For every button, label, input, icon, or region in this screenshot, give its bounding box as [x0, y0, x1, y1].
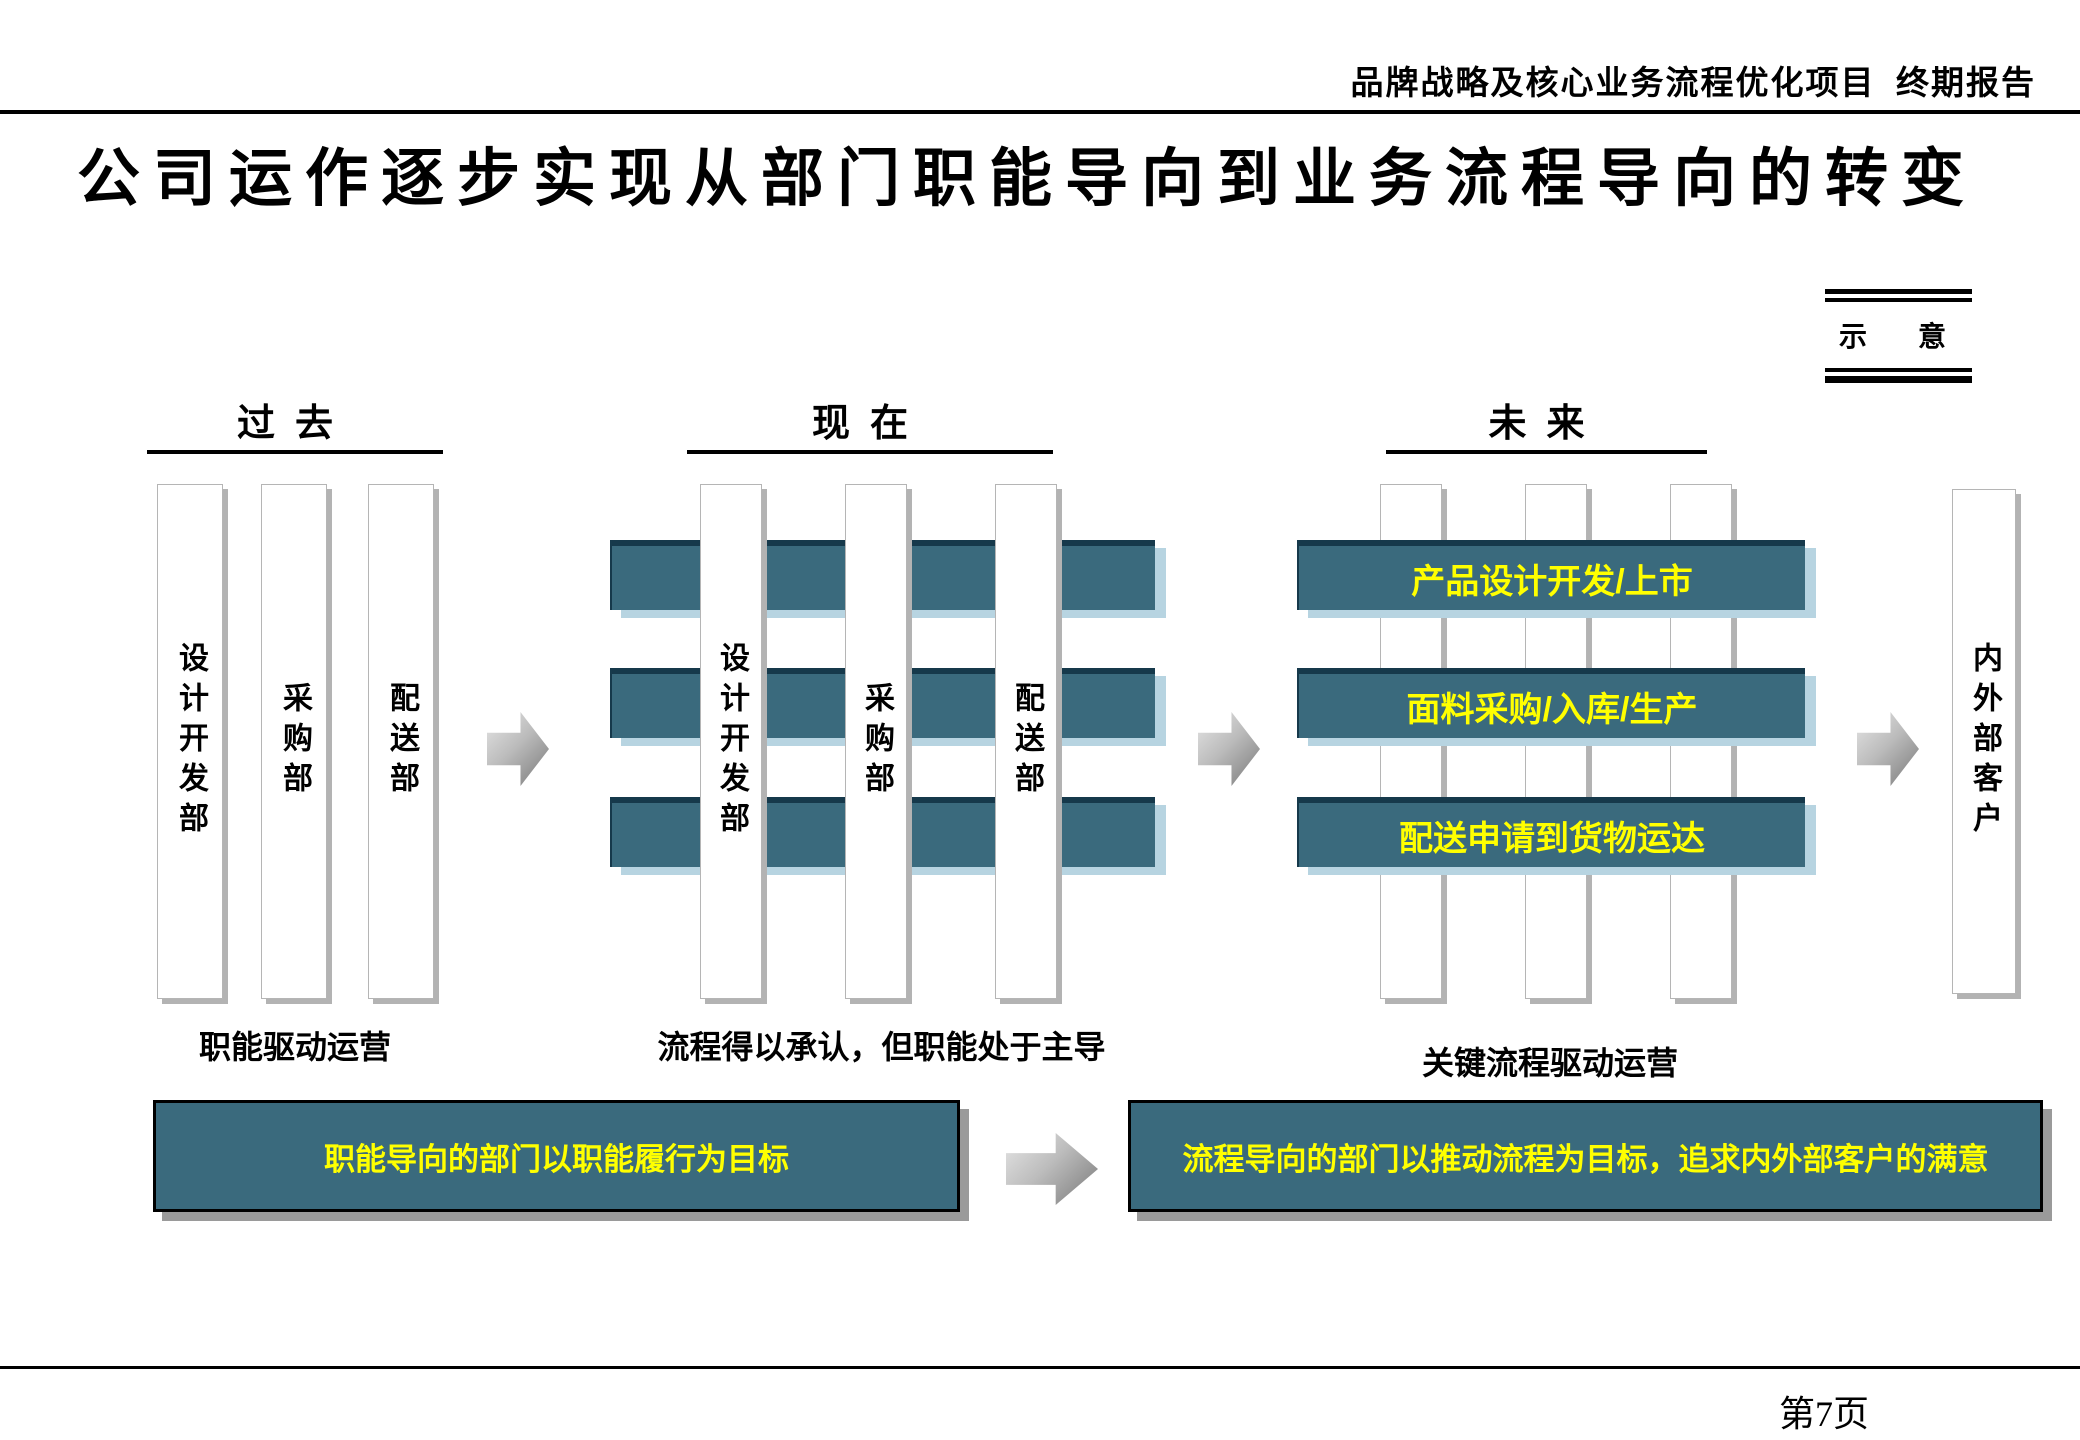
present-dept-bar-purchasing: 采购部 — [845, 484, 907, 999]
section-underline-past — [147, 450, 443, 454]
section-underline-future — [1386, 450, 1707, 454]
customers-bar: 内外部客户 — [1952, 489, 2016, 994]
summary-box-process: 流程导向的部门以推动流程为目标，追求内外部客户的满意 — [1128, 1100, 2043, 1212]
present-dept-bar-distribution: 配送部 — [995, 484, 1057, 999]
present-dept-label-design: 设计开发部 — [715, 641, 748, 842]
arrow-right-icon — [487, 712, 549, 786]
summary-box-function: 职能导向的部门以职能履行为目标 — [153, 1100, 960, 1212]
schematic-box: 示 意 — [1825, 289, 1972, 383]
arrow-right-icon — [1857, 712, 1919, 786]
schematic-label: 示 意 — [1838, 322, 1968, 353]
past-dept-label-purchasing: 采购部 — [278, 681, 311, 802]
present-dept-bar-design: 设计开发部 — [700, 484, 762, 999]
section-heading-future: 未来 — [1488, 403, 1605, 445]
header-divider — [0, 110, 2080, 114]
present-dept-label-distribution: 配送部 — [1010, 681, 1043, 802]
past-dept-bar-design: 设计开发部 — [157, 484, 223, 999]
future-process-row-2: 面料采购/入库/生产 — [1297, 668, 1805, 738]
past-dept-label-distribution: 配送部 — [385, 681, 418, 802]
future-process-label-1: 产品设计开发/上市 — [1411, 562, 1693, 601]
page-number: 第7页 — [1779, 1394, 1870, 1434]
future-process-label-3: 配送申请到货物运达 — [1399, 819, 1705, 858]
past-dept-bar-purchasing: 采购部 — [261, 484, 327, 999]
section-underline-present — [687, 450, 1053, 454]
future-process-row-1: 产品设计开发/上市 — [1297, 540, 1805, 610]
future-process-row-3: 配送申请到货物运达 — [1297, 797, 1805, 867]
present-dept-label-purchasing: 采购部 — [860, 681, 893, 802]
present-caption: 流程得以承认，但职能处于主导 — [657, 1029, 1106, 1065]
past-dept-label-design: 设计开发部 — [174, 641, 207, 842]
section-heading-past: 过去 — [236, 403, 353, 445]
section-heading-present: 现在 — [811, 403, 928, 445]
schematic-bottom-rule — [1825, 368, 1972, 383]
arrow-right-icon — [1006, 1133, 1098, 1205]
future-process-label-2: 面料采购/入库/生产 — [1406, 690, 1698, 729]
past-caption: 职能驱动运营 — [198, 1029, 391, 1065]
report-header: 品牌战略及核心业务流程优化项目 终期报告 — [1350, 66, 2036, 102]
summary-box-function-text: 职能导向的部门以职能履行为目标 — [324, 1141, 789, 1177]
footer-divider — [0, 1366, 2080, 1369]
summary-box-process-text: 流程导向的部门以推动流程为目标，追求内外部客户的满意 — [1182, 1141, 1989, 1177]
slide-title: 公司运作逐步实现从部门职能导向到业务流程导向的转变 — [77, 144, 1977, 214]
schematic-top-rule — [1825, 289, 1972, 302]
future-caption: 关键流程驱动运营 — [1421, 1045, 1678, 1081]
past-dept-bar-distribution: 配送部 — [368, 484, 434, 999]
customers-bar-label: 内外部客户 — [1968, 641, 2001, 842]
arrow-right-icon — [1198, 712, 1260, 786]
